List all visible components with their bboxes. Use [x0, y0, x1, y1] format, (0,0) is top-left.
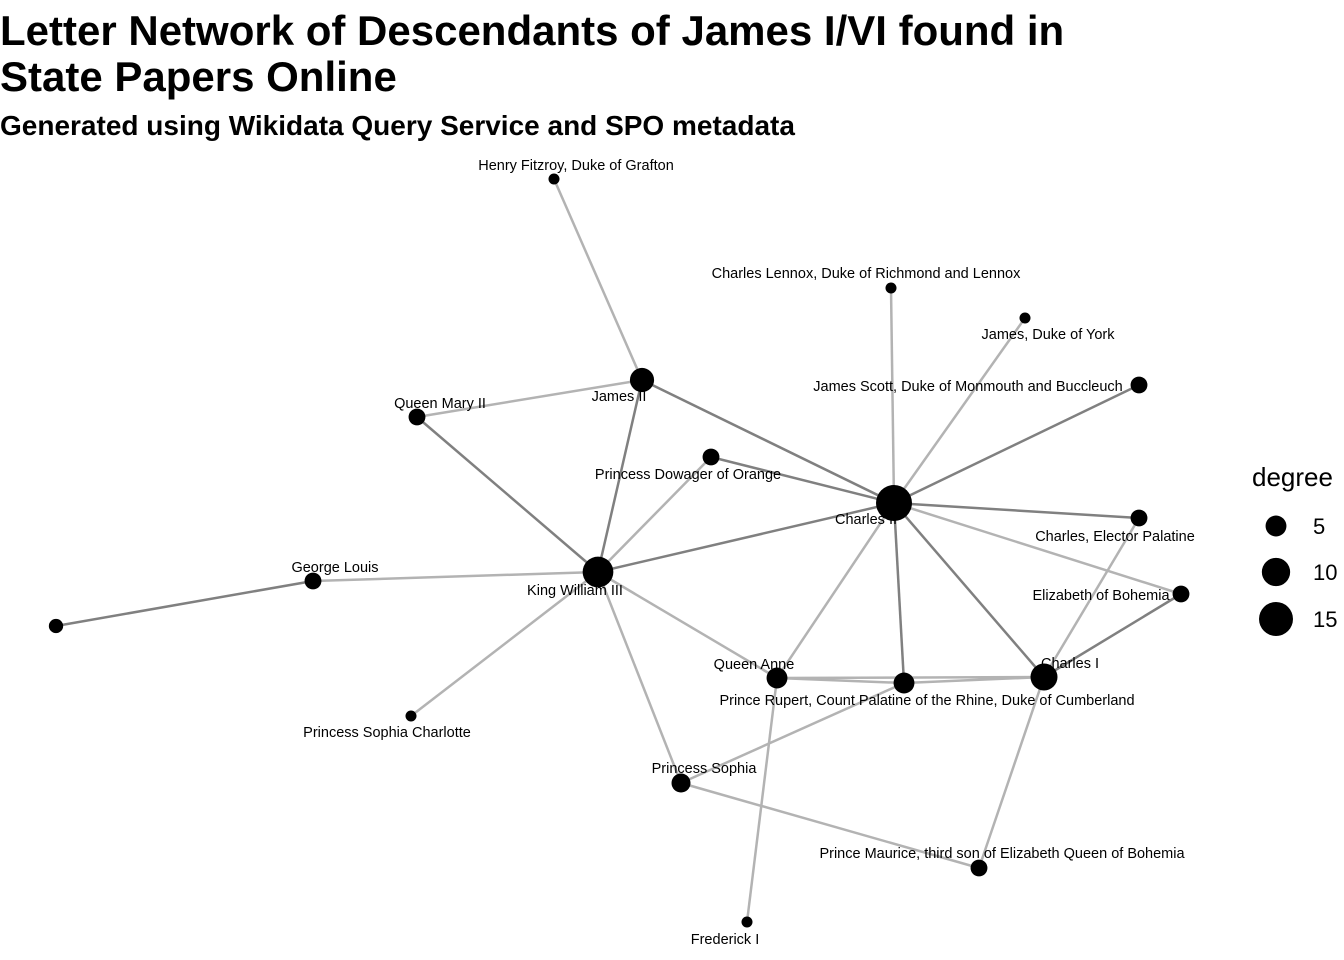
edge-mary2-james2 [416, 378, 643, 419]
node-label-elector: Charles, Elector Palatine [1035, 529, 1195, 545]
edge-charles2-rupert [892, 502, 906, 684]
node-william3 [582, 556, 614, 588]
legend-title: degree [1252, 462, 1333, 492]
node-label-monmouth: James Scott, Duke of Monmouth and Buccle… [813, 379, 1123, 395]
edge-charles1-maurice [977, 676, 1046, 869]
node-label-dowager: Princess Dowager of Orange [595, 467, 781, 483]
legend-key-5 [1265, 515, 1287, 537]
edge-sophia-maurice [680, 781, 980, 870]
edge-dowager-william3 [597, 456, 712, 573]
edge-grafton-james2 [552, 178, 644, 381]
node-label-charles1: Charles I [1041, 656, 1099, 672]
edge-william3-sophia [596, 571, 683, 784]
node-dowager [702, 448, 720, 466]
node-rupert [893, 672, 915, 694]
node-george [304, 572, 322, 590]
node-york [1019, 312, 1031, 324]
edge-charles2-anne [775, 502, 896, 679]
node-label-charlotte: Princess Sophia Charlotte [303, 725, 471, 741]
node-label-maurice: Prince Maurice, third son of Elizabeth Q… [819, 846, 1185, 862]
node-monmouth [1130, 376, 1148, 394]
edge-charles2-william3 [597, 501, 895, 574]
node-label-charles2: Charles II [835, 512, 897, 528]
edge-charles2-charles1 [893, 502, 1045, 678]
edge-charles2-elector [893, 501, 1140, 520]
edge-bohemia-charles1 [1043, 592, 1182, 679]
node-label-george: George Louis [291, 560, 378, 576]
node-charles1 [1030, 663, 1058, 691]
node-label-grafton: Henry Fitzroy, Duke of Grafton [478, 158, 674, 174]
node-maurice [970, 859, 988, 877]
node-label-james2: James II [592, 389, 647, 405]
node-charles2 [876, 485, 912, 521]
node-unlabeled [48, 618, 64, 634]
node-james2 [629, 367, 655, 393]
edge-mary2-william3 [416, 416, 599, 573]
edge-monmouth-charles2 [893, 383, 1140, 505]
node-label-bohemia: Elizabeth of Bohemia [1032, 588, 1170, 604]
edge-george-william3 [312, 570, 599, 583]
node-grafton [548, 173, 560, 185]
node-label-rupert: Prince Rupert, Count Palatine of the Rhi… [719, 693, 1134, 709]
legend-key-10 [1261, 557, 1291, 587]
edge-charles2-bohemia [893, 501, 1182, 596]
node-label-anne: Queen Anne [714, 657, 795, 673]
chart-subtitle: Generated using Wikidata Query Service a… [0, 110, 795, 141]
legend-label-10: 10 [1313, 560, 1337, 585]
edge-york-charles2 [892, 317, 1027, 504]
edge-william3-anne [597, 570, 778, 680]
node-mary2 [408, 408, 426, 426]
degree-legend: degree 5 10 15 [1252, 462, 1337, 636]
node-elector [1130, 509, 1148, 527]
legend-label-5: 5 [1313, 514, 1325, 539]
edge-rupert-sophia [680, 681, 905, 785]
node-label-sophia: Princess Sophia [652, 761, 758, 777]
node-label-lennox: Charles Lennox, Duke of Richmond and Len… [712, 266, 1021, 282]
edge-james2-william3 [596, 379, 644, 573]
node-frederick [741, 916, 753, 928]
edge-rupert-charles1 [903, 675, 1045, 685]
edge-lennox-charles2 [889, 287, 896, 504]
node-label-william3: King William III [527, 583, 623, 599]
node-anne [766, 667, 788, 689]
edge-elector-charles1 [1042, 517, 1141, 678]
chart-title: Letter Network of Descendants of James I… [0, 7, 1065, 100]
node-label-frederick: Frederick I [691, 932, 760, 948]
node-bohemia [1172, 585, 1190, 603]
node-charlotte [405, 710, 417, 722]
edge-james2-charles2 [641, 378, 895, 505]
nodes-layer [48, 173, 1190, 928]
node-sophia [671, 773, 691, 793]
legend-label-15: 15 [1313, 607, 1337, 632]
edges-layer [55, 178, 1182, 923]
edge-george-unlabeled [55, 579, 314, 628]
node-label-mary2: Queen Mary II [394, 396, 486, 412]
edge-anne-frederick [745, 677, 779, 923]
edge-dowager-charles2 [710, 455, 895, 505]
node-label-york: James, Duke of York [982, 327, 1116, 343]
node-lennox [885, 282, 897, 294]
edge-william3-charlotte [410, 571, 599, 717]
legend-key-15 [1259, 602, 1293, 636]
